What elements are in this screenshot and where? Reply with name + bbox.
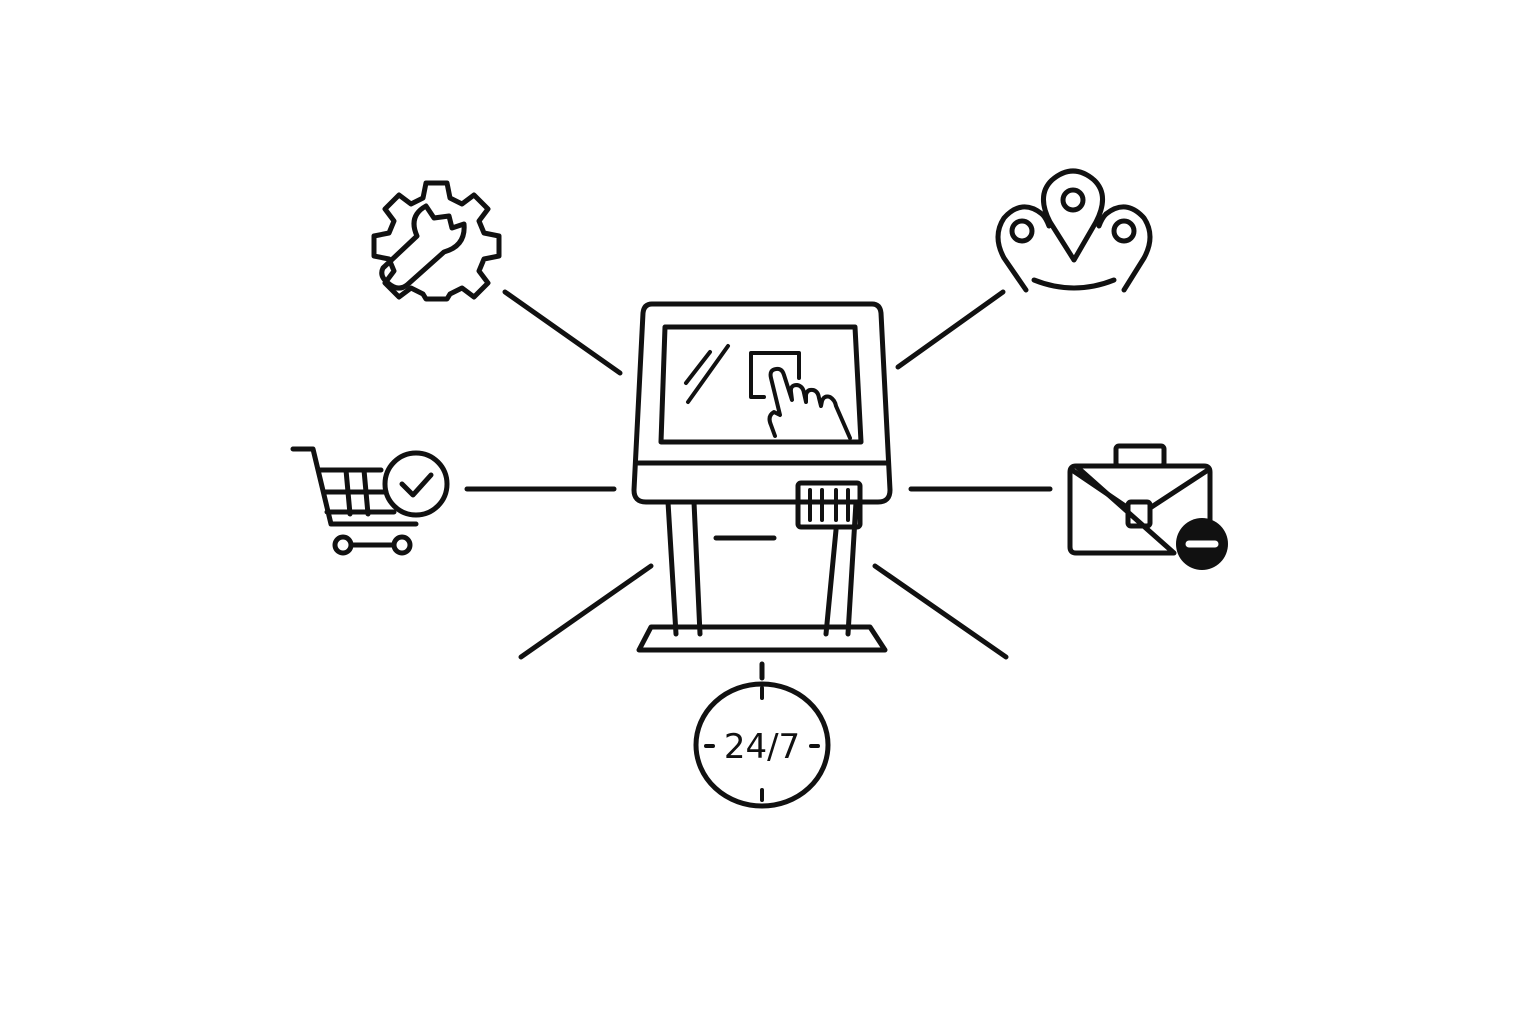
connector-bottom-left	[518, 563, 654, 660]
pin-center	[1041, 168, 1105, 263]
clock-247-icon: 24/7	[693, 661, 831, 809]
clock-label: 24/7	[724, 727, 800, 767]
clock-face	[693, 681, 831, 809]
briefcase-handle	[1113, 443, 1167, 469]
kiosk-display	[658, 324, 864, 445]
card-slot	[795, 480, 863, 530]
cart-rib-2	[361, 467, 371, 517]
kiosk-housing	[631, 301, 893, 505]
kiosk-pedestal	[665, 499, 859, 637]
gear-outline	[371, 180, 502, 302]
connector-locations	[895, 289, 1006, 370]
connector-bottom-right	[872, 563, 1009, 660]
briefcase-flap	[1069, 467, 1211, 511]
location-pins-icon	[995, 168, 1153, 293]
gear-wrench-icon	[371, 180, 502, 302]
briefcase-body	[1067, 463, 1213, 556]
display-glare-2	[686, 344, 730, 404]
wrench-shape	[379, 203, 467, 291]
connectors	[464, 289, 1053, 660]
pin-left-join	[1039, 211, 1052, 229]
pin-center-dot	[1060, 187, 1086, 213]
pin-left	[995, 204, 1045, 293]
connector-maintenance	[502, 289, 623, 376]
pointing-hand-icon	[767, 366, 852, 440]
pin-right-dot	[1111, 218, 1137, 244]
check-circle	[382, 450, 450, 518]
cart-body	[290, 446, 419, 527]
pin-left-dot	[1009, 218, 1035, 244]
check-mark-icon	[399, 472, 434, 498]
touch-target	[749, 351, 801, 399]
briefcase-clasp	[1125, 499, 1153, 529]
kiosk-base	[636, 624, 888, 653]
briefcase-minus-icon	[1067, 443, 1228, 570]
cart-rib-1	[343, 467, 353, 517]
pin-right-join	[1096, 211, 1109, 229]
kiosk-icon	[631, 301, 893, 653]
pin-right	[1103, 204, 1153, 293]
cart-check-icon	[290, 446, 450, 556]
pins-ground-arc	[1031, 277, 1117, 291]
display-glare-1	[684, 350, 712, 385]
